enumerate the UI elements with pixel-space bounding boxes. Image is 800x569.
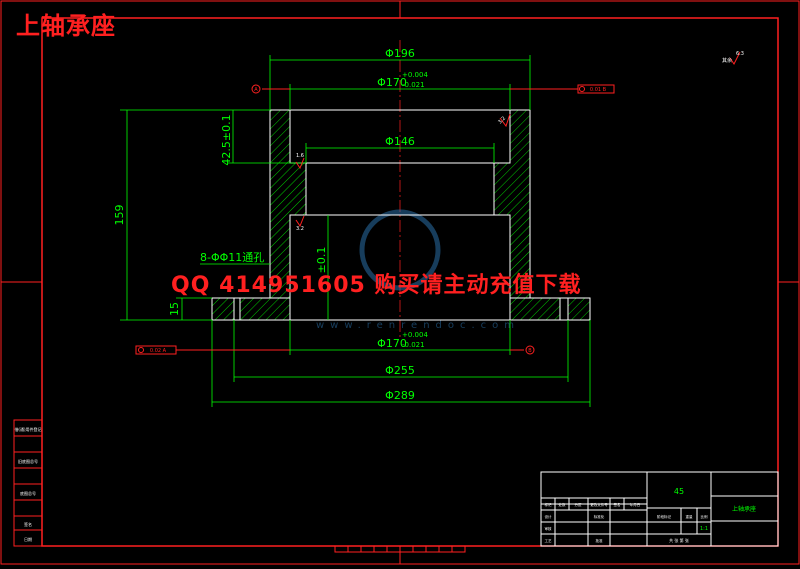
part-section [211,109,591,321]
roughness-2: 3.2 [296,226,304,232]
dim-h159: 159 [113,205,126,226]
datum-b-bottom [525,345,535,355]
roughness-3: 3.2 [497,116,507,126]
dim-d146: Φ146 [385,135,415,148]
dim-h42: 42.5±0.1 [220,114,233,165]
roughness-corner: 6.3 [736,51,744,57]
sheet-info-text: 共 张 第 张 [669,537,689,543]
cell-stage: 阶段标记 [657,514,671,519]
cell-scale-label: 比例 [701,514,709,519]
dim-d289: Φ289 [385,389,415,402]
cell-marker: 标记 [545,502,553,507]
dimension-lines [120,55,591,407]
cell-weight: 重量 [686,514,694,519]
svg-text:0.01 B: 0.01 B [590,87,607,93]
dim-h15: 15 [168,302,181,316]
left-table-row-1: 借(通)用件登记 [14,426,41,432]
title-block: 45 上轴承座 1:1 共 张 第 张 标记 处数 分区 更改文件号 签名 年月… [540,471,779,547]
part-name-text: 上轴承座 [732,505,756,513]
scale-text: 1:1 [700,526,708,532]
scale-bar [334,545,466,553]
left-registration-table: 借(通)用件登记 旧底图总号 底图总号 签名 日期 [13,419,43,547]
datum-a-top [251,84,261,94]
drawing-title: 上轴承座 [16,12,116,40]
datum-symbols: A 0.01 B 0.02 A B [135,84,615,355]
cell-date: 年月日 [630,502,641,507]
svg-text:B: B [528,348,532,354]
left-table-row-7: 签名 [24,521,32,527]
cell-signature: 签名 [614,502,621,507]
cell-count: 处数 [559,502,567,507]
dim-holes: 8-ΦΦ11通孔 [200,251,264,264]
dim-d170-bottom: Φ170 [377,337,407,350]
dim-d255: Φ255 [385,364,415,377]
left-table-row-3: 旧底图总号 [18,458,38,464]
cell-zone: 分区 [575,502,583,507]
cell-design: 设计 [545,514,553,519]
dim-d170-top: Φ170 [377,76,407,89]
svg-text:0.02 A: 0.02 A [150,348,167,354]
dim-tol-plus-top: +0.004 [402,71,428,79]
roughness-1: 1.6 [296,153,304,159]
dim-hcenter: ±0.1 [315,247,328,274]
dim-tol-plus-bottom: +0.004 [402,331,428,339]
roughness-corner-label: 其余 [722,57,732,64]
gtol-frame-bottom [135,345,177,355]
material-text: 45 [674,487,684,496]
roughness-symbols: 1.6 3.2 3.2 6.3 其余 [295,51,744,232]
left-table-row-5: 底图总号 [20,490,36,496]
watermark-banner: QQ 414951605 购买请主动充值下载 [171,273,582,298]
cell-process: 工艺 [545,538,553,543]
left-table-row-8: 日期 [24,536,32,542]
watermark-url: www.renrendoc.com [316,320,520,331]
svg-text:A: A [254,87,258,93]
dim-tol-minus-bottom: -0.021 [402,341,425,349]
watermark-logo: www.renrendoc.com [316,209,520,331]
cell-approve: 批准 [596,538,604,543]
gtol-frame-top [577,84,615,94]
dim-d196: Φ196 [385,47,415,60]
dim-tol-minus-top: -0.021 [402,81,425,89]
cell-change-doc: 更改文件号 [590,502,608,507]
dimension-texts: Φ196 Φ170 +0.004 -0.021 Φ146 42.5±0.1 15… [113,47,428,402]
cell-review: 审核 [545,526,553,531]
cell-standard: 标准化 [594,514,605,519]
